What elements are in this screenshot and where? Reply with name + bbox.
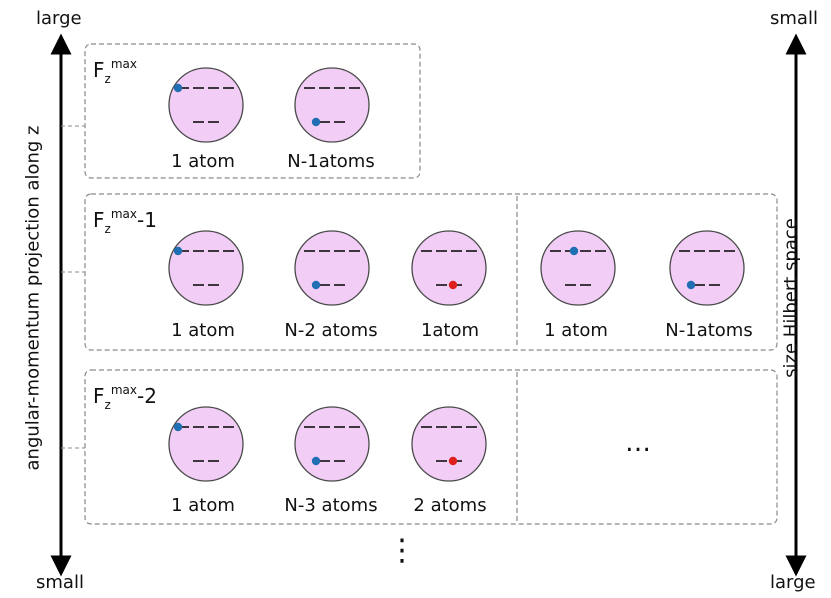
atom-circle — [168, 230, 244, 306]
ellipsis-vertical: ⋮ — [387, 533, 419, 568]
fz-sub: z — [104, 72, 111, 86]
right-axis-top-label: small — [770, 8, 818, 29]
fz-label-3: Fzmax-2 — [93, 383, 157, 411]
atom-caption: N-1atoms — [287, 151, 375, 172]
atom-caption: 1 atom — [171, 495, 235, 516]
population-dot — [173, 83, 183, 93]
atom-caption: N-3 atoms — [284, 495, 378, 516]
population-dot — [173, 246, 183, 256]
fz-suffix: -1 — [136, 208, 157, 232]
fz-main: F — [93, 384, 105, 408]
fz-sup: max — [110, 383, 137, 397]
fz-main: F — [93, 58, 105, 82]
population-dot — [311, 456, 321, 466]
atom-caption: N-2 atoms — [284, 320, 378, 341]
atom-circle — [540, 230, 616, 306]
atom-circle — [168, 67, 244, 143]
fz-suffix: -2 — [136, 384, 157, 408]
atom-caption: 2 atoms — [413, 495, 487, 516]
atom-disc — [411, 230, 487, 306]
ellipsis-horizontal: … — [625, 428, 653, 458]
group-box-2 — [84, 193, 778, 351]
atom-disc — [168, 230, 244, 306]
atom-circle — [294, 406, 370, 482]
right-axis-bottom-label: large — [770, 572, 816, 593]
group-box-3 — [84, 369, 778, 525]
atom-disc — [168, 67, 244, 143]
atom-disc — [669, 230, 745, 306]
atom-circle — [168, 406, 244, 482]
fz-sub: z — [104, 398, 111, 412]
fz-sup: max — [110, 207, 137, 221]
atom-disc — [168, 406, 244, 482]
population-dot — [173, 422, 183, 432]
left-axis-top-label: large — [36, 8, 82, 29]
atom-circle — [411, 406, 487, 482]
population-dot — [448, 456, 458, 466]
atom-circle — [294, 230, 370, 306]
fz-sup: max — [110, 57, 137, 71]
atom-circle — [294, 67, 370, 143]
population-dot — [311, 280, 321, 290]
population-dot — [448, 280, 458, 290]
atom-caption: 1 atom — [171, 320, 235, 341]
right-axis-title: size Hilbert space — [780, 218, 802, 378]
atom-disc — [540, 230, 616, 306]
atom-caption: 1 atom — [544, 320, 608, 341]
atom-circle — [669, 230, 745, 306]
group-box-1 — [84, 43, 421, 179]
fz-main: F — [93, 208, 105, 232]
atom-disc — [294, 406, 370, 482]
left-axis-bottom-label: small — [36, 572, 84, 593]
atom-disc — [294, 230, 370, 306]
fz-sub: z — [104, 222, 111, 236]
atom-caption: 1atom — [420, 320, 480, 341]
atom-circle — [411, 230, 487, 306]
left-axis-title: angular-momentum projection along z — [22, 125, 44, 471]
fz-label-2: Fzmax-1 — [93, 207, 157, 235]
population-dot — [686, 280, 696, 290]
atom-disc — [294, 67, 370, 143]
population-dot — [311, 117, 321, 127]
population-dot — [569, 246, 579, 256]
atoms-layer — [168, 67, 745, 482]
fz-label-1: Fzmax — [93, 57, 137, 85]
atom-caption: 1 atom — [171, 151, 235, 172]
atom-caption: N-1atoms — [665, 320, 753, 341]
atom-disc — [411, 406, 487, 482]
